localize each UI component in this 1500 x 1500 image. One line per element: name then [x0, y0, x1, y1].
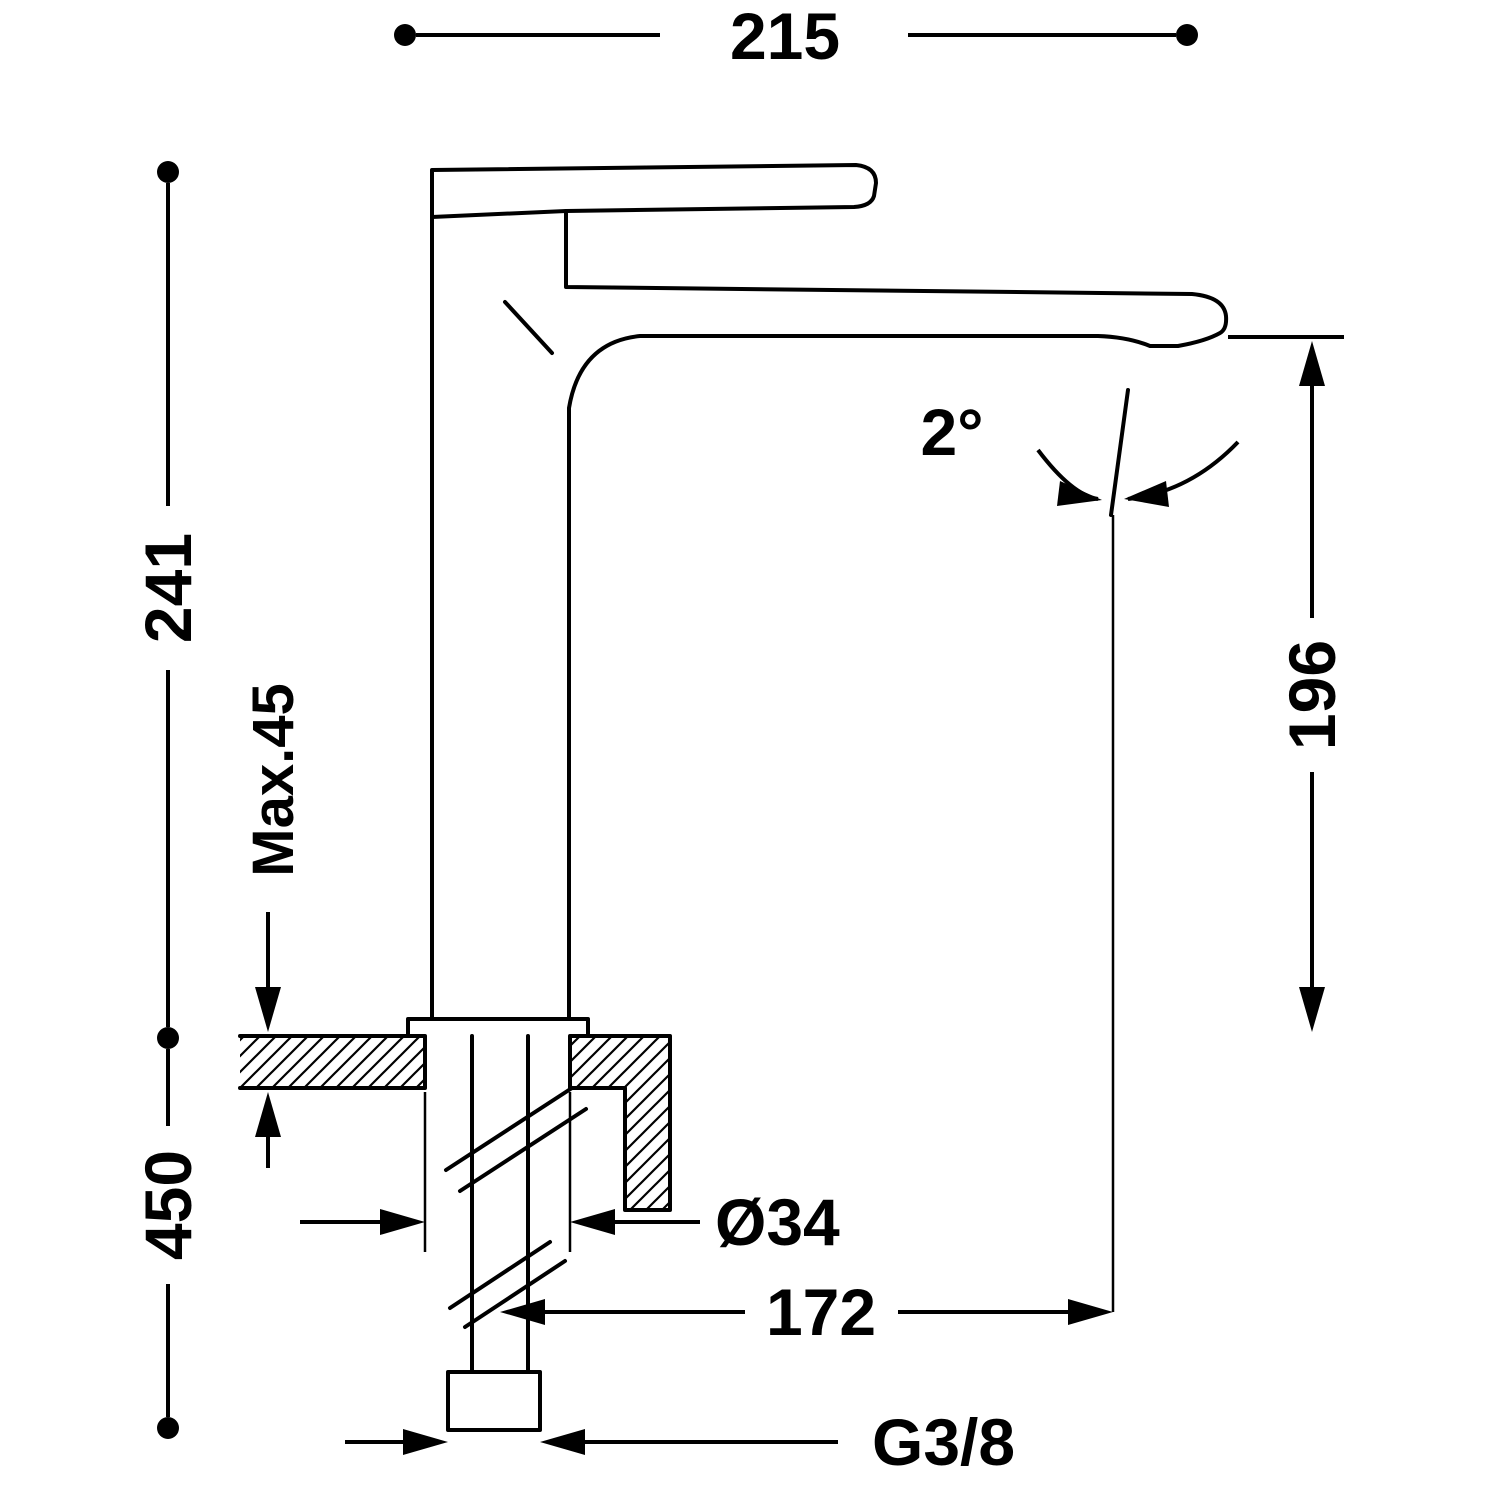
arrow-down — [1299, 987, 1325, 1032]
arrow-down — [255, 987, 281, 1032]
dim-spout-outlet-height: 196 — [1228, 335, 1349, 1032]
outlet-tilted-line — [1109, 388, 1130, 517]
inlet-shank — [444, 1034, 588, 1432]
dim-left-heights: 241 450 — [131, 161, 205, 1439]
label-inlet-thread: G3/8 — [872, 1405, 1015, 1479]
deck-outline — [238, 1034, 672, 1212]
spout-root-line — [503, 300, 554, 355]
arrow-up — [255, 1092, 281, 1137]
arrow-up — [1299, 341, 1325, 386]
faucet-outline — [406, 163, 1229, 1038]
arrow-left — [570, 1209, 615, 1235]
deck-hatch-left — [240, 1036, 425, 1088]
arrow-left — [540, 1429, 585, 1455]
dim-endpoint-dot — [157, 1417, 179, 1439]
shank-tube — [470, 1034, 530, 1374]
label-height-above-deck: 241 — [131, 533, 205, 643]
dim-endpoint-dot — [157, 1027, 179, 1049]
dim-endpoint-dot — [394, 24, 416, 46]
label-spout-outlet-height: 196 — [1275, 640, 1349, 750]
dim-spout-reach: 172 — [500, 1275, 1113, 1349]
deck-hatch-right — [570, 1036, 670, 1210]
arrow-right — [1057, 481, 1102, 506]
dim-endpoint-dot — [1176, 24, 1198, 46]
base-flange — [406, 1017, 590, 1038]
dim-overall-width: 215 — [394, 0, 1198, 73]
dim-hole-diameter: Ø34 — [300, 1092, 840, 1259]
arrow-right — [403, 1429, 448, 1455]
label-overall-width: 215 — [730, 0, 840, 73]
label-max-deck-thickness: Max.45 — [241, 683, 306, 876]
dim-spout-angle: 2° — [920, 388, 1240, 1312]
deck-section — [238, 1034, 672, 1212]
arrow-left — [500, 1299, 545, 1325]
spout-and-body — [564, 209, 1229, 1021]
lever-handle — [430, 163, 878, 219]
arrow-left — [1124, 481, 1169, 507]
break-mark-lower — [448, 1240, 567, 1329]
arrow-right — [1068, 1299, 1113, 1325]
label-height-below-deck: 450 — [131, 1150, 205, 1260]
label-spout-angle: 2° — [920, 395, 983, 469]
dim-inlet-thread: G3/8 — [345, 1405, 1015, 1479]
label-hole-diameter: Ø34 — [715, 1185, 840, 1259]
dim-endpoint-dot — [157, 161, 179, 183]
label-spout-reach: 172 — [766, 1275, 876, 1349]
connection-nut — [446, 1370, 542, 1432]
extension-line — [423, 1092, 572, 1252]
break-mark-upper — [444, 1086, 588, 1193]
dim-deck-thickness: Max.45 — [241, 683, 306, 1168]
arrow-right — [380, 1209, 425, 1235]
